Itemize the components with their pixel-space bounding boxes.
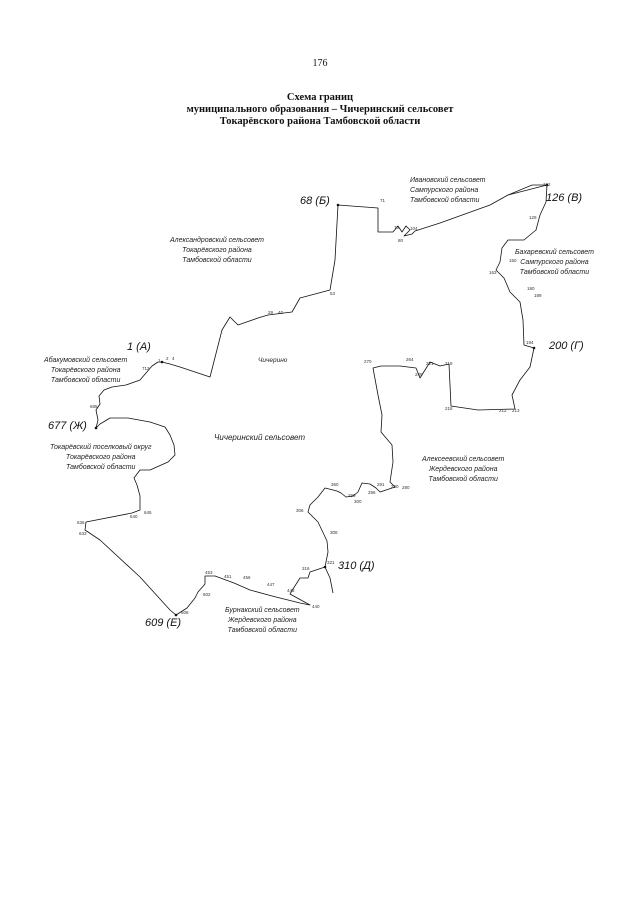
point-label: 299 — [348, 493, 356, 498]
point-label: 163 — [489, 270, 497, 275]
corner-label-d: 310 (Д) — [338, 560, 375, 572]
region-tokarevsky: Токарёвский поселковый округ Токарёвског… — [50, 444, 152, 471]
point-label: 712 — [142, 366, 150, 371]
point-label: 440 — [312, 604, 320, 609]
region-ivanovsky: Ивановский сельсовет Сампурского района … — [410, 177, 486, 204]
corner-label-e: 609 (Е) — [145, 617, 182, 629]
corner-label-b: 68 (Б) — [300, 195, 330, 207]
point-label: 104 — [410, 226, 418, 231]
point-label: 219 — [445, 361, 453, 366]
point-label: 40 — [278, 310, 284, 315]
point-label: 264 — [406, 357, 414, 362]
point-label: 306 — [296, 508, 304, 513]
title-line-3: Токарёвского района Тамбовской области — [219, 116, 421, 127]
region-bakharevsky: Бахаревский сельсовет Сампурского района… — [515, 249, 594, 276]
point-label: 4 — [172, 356, 175, 361]
point-label: 290 — [391, 484, 399, 489]
boundary-point — [94, 426, 98, 430]
point-label: 270 — [364, 359, 372, 364]
boundary-extension — [324, 566, 334, 594]
corner-label-v: 126 (В) — [546, 192, 583, 204]
boundary-point — [336, 203, 340, 207]
region-alekseevsky: Алексеевский сельсовет Жердевского район… — [422, 456, 505, 483]
point-label: 316 — [302, 566, 310, 571]
point-label: 29 — [268, 310, 274, 315]
boundary-point — [160, 360, 164, 364]
point-label: 685 — [90, 404, 98, 409]
point-label: 291 — [377, 482, 385, 487]
boundary-point — [323, 565, 327, 569]
title-line-1: Схема границ — [286, 92, 354, 103]
point-label: 221 — [426, 361, 434, 366]
point-label: 453 — [205, 570, 213, 575]
corner-label-a: 1 (А) — [127, 341, 151, 353]
point-label: 212 — [499, 408, 507, 413]
point-label: 360 — [331, 482, 339, 487]
point-label: 608 — [181, 610, 189, 615]
point-label: 218 — [445, 406, 453, 411]
title-line-2: муниципального образования – Чичеринский… — [186, 104, 454, 115]
region-aleksandrovsky: Александровский сельсовет Токарёвского р… — [170, 237, 265, 264]
boundary-point — [545, 183, 549, 187]
point-label: 129 — [529, 215, 537, 220]
point-label: 280 — [402, 485, 410, 490]
point-label: 1 — [158, 358, 161, 363]
corner-label-g: 200 (Г) — [549, 340, 584, 352]
point-label: 300 — [354, 499, 362, 504]
point-label: 451 — [224, 574, 232, 579]
region-burnaksky: Бурнакский сельсовет Жердевского района … — [225, 607, 300, 634]
point-label: 71 — [380, 198, 386, 203]
point-label: 245 — [415, 372, 423, 377]
center-region-label: Чичеринский сельсовет — [214, 433, 305, 442]
point-label: 636 — [77, 520, 85, 525]
point-label: 447 — [267, 582, 275, 587]
point-label: 321 — [327, 560, 335, 565]
point-label: 502 — [203, 592, 211, 597]
point-label: 640 — [130, 514, 138, 519]
village-label: Чичерино — [258, 357, 288, 364]
page-number: 176 — [312, 58, 328, 69]
point-label: 2 — [166, 356, 169, 361]
point-label: 296 — [368, 490, 376, 495]
boundary-point — [532, 346, 536, 350]
point-label: 645 — [144, 510, 152, 515]
municipality-boundary — [84, 184, 548, 616]
point-label: 189 — [534, 293, 542, 298]
corner-label-zh: 677 (Ж) — [48, 420, 87, 432]
point-label: 213 — [512, 408, 520, 413]
boundary-extension — [507, 184, 547, 196]
point-label: 443 — [287, 588, 295, 593]
point-label: 80 — [398, 238, 404, 243]
point-label: 456 — [243, 575, 251, 580]
point-label: 122 — [543, 182, 551, 187]
point-label: 180 — [527, 286, 535, 291]
point-label: 194 — [526, 340, 534, 345]
point-label: 150 — [509, 258, 517, 263]
map-title: Схема границ муниципального образования … — [0, 92, 640, 128]
region-abakumovsky: Абакумовский сельсовет Токарёвского райо… — [44, 357, 128, 384]
boundary-point — [174, 613, 178, 617]
point-label: 633 — [79, 531, 87, 536]
point-label: 76 — [394, 225, 400, 230]
point-label: 308 — [330, 530, 338, 535]
point-label: 53 — [330, 291, 336, 296]
